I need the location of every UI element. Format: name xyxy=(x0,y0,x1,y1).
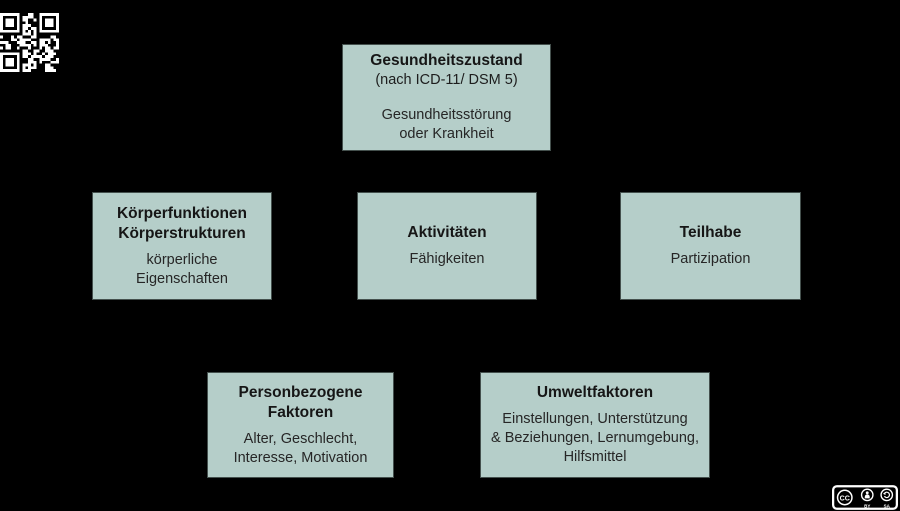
node-title: Umweltfaktoren xyxy=(536,384,654,401)
cc-by-person-icon: BY xyxy=(860,488,874,508)
node-title: Körperfunktionen Körperstrukturen xyxy=(116,204,248,242)
node-description: Partizipation xyxy=(670,251,751,267)
node-title: Teilhabe xyxy=(679,224,742,241)
node-aktivitaeten: Aktivitäten Fähigkeiten xyxy=(357,192,537,300)
node-description: Fähigkeiten xyxy=(409,251,485,267)
qr-code-icon xyxy=(0,13,59,72)
node-title: Gesundheitszustand xyxy=(370,52,523,69)
cc-logo-icon: CC xyxy=(836,489,853,506)
sa-label: SA xyxy=(884,503,891,508)
node-personbezogene-faktoren: Personbezogene Faktoren Alter, Geschlech… xyxy=(207,372,394,478)
svg-text:CC: CC xyxy=(840,494,850,502)
node-teilhabe: Teilhabe Partizipation xyxy=(620,192,801,300)
node-description: Gesundheitsstörung oder Krankheit xyxy=(381,107,512,142)
cc-by-sa-license-badge: CC BY SA xyxy=(832,485,898,510)
node-title: Aktivitäten xyxy=(407,224,487,241)
node-title: Personbezogene Faktoren xyxy=(238,383,363,421)
node-umweltfaktoren: Umweltfaktoren Einstellungen, Unterstütz… xyxy=(480,372,710,478)
by-label: BY xyxy=(864,503,870,508)
node-description: Einstellungen, Unterstützung & Beziehung… xyxy=(491,411,699,465)
node-description: Alter, Geschlecht, Interesse, Motivation xyxy=(233,430,368,466)
node-description: körperliche Eigenschaften xyxy=(136,251,228,287)
cc-sa-arrow-icon: SA xyxy=(880,488,894,508)
node-koerperfunktionen: Körperfunktionen Körperstrukturen körper… xyxy=(92,192,272,300)
node-gesundheitszustand: Gesundheitszustand (nach ICD-11/ DSM 5) … xyxy=(342,44,551,151)
node-subtitle: (nach ICD-11/ DSM 5) xyxy=(375,72,518,88)
